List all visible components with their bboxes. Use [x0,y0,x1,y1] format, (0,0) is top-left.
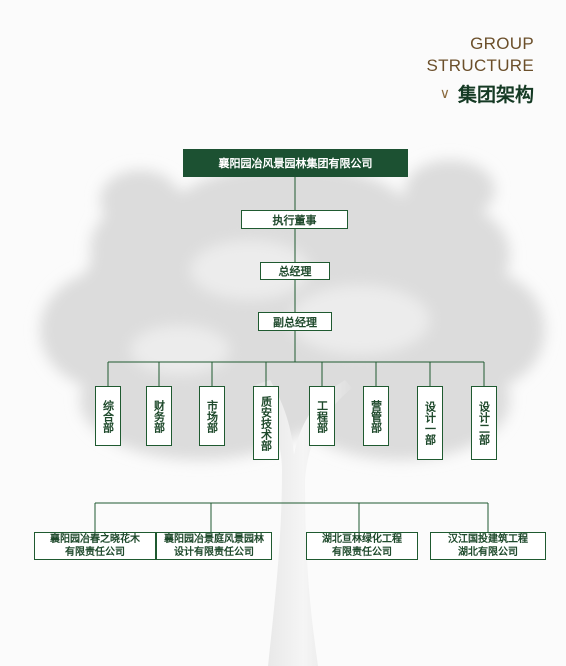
department-node: 设计二部 [471,386,497,460]
title-en-line1: GROUP [470,34,534,53]
department-node: 工程部 [309,386,335,446]
chevron-down-icon: ∨ [439,85,450,102]
department-node: 设计一部 [417,386,443,460]
title-en-line2: STRUCTURE [426,56,534,75]
department-node: 营管部 [363,386,389,446]
chairman-node: 执行董事 [241,210,348,229]
title-cn-row: ∨ 集团架构 [440,80,534,107]
subsidiary-node: 襄阳园冶景庭风景园林 设计有限责任公司 [156,532,272,560]
subsidiary-node: 襄阳园冶春之晓花木 有限责任公司 [34,532,156,560]
subsidiary-node: 湖北亘林绿化工程 有限责任公司 [306,532,418,560]
title-cn: 集团架构 [457,84,534,106]
department-node: 质安技术部 [253,386,279,460]
subsidiary-node: 汉江国投建筑工程 湖北有限公司 [430,532,546,560]
general-manager-node: 总经理 [260,262,330,280]
department-node: 财务部 [146,386,172,446]
org-root-node: 襄阳园冶风景园林集团有限公司 [183,149,408,177]
department-node: 综合部 [95,386,121,446]
department-node: 市场部 [199,386,225,446]
deputy-general-manager-node: 副总经理 [258,312,332,331]
